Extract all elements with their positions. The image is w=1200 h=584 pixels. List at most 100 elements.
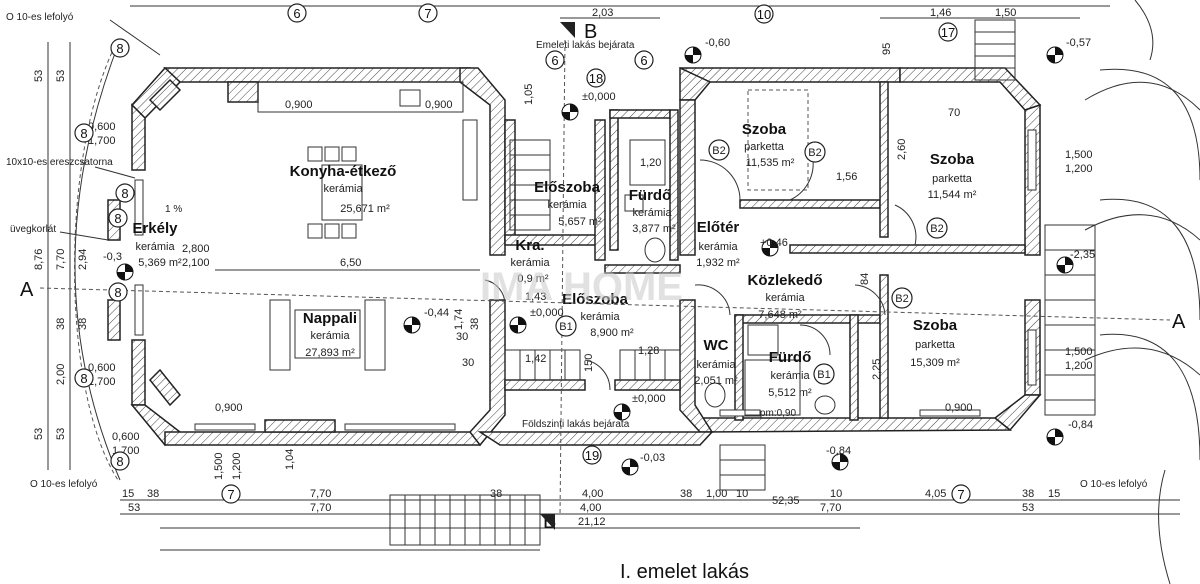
room-erkely-mat: kerámia bbox=[135, 241, 175, 253]
room-eloter-area: 1,932 m² bbox=[696, 257, 740, 269]
level-text-5: ±0,000 bbox=[530, 307, 564, 319]
plan-title: I. emelet lakás bbox=[620, 561, 749, 583]
door-tag-2: B2 bbox=[804, 141, 826, 163]
dim-038: 38 bbox=[469, 318, 481, 330]
section-markers: A A B B bbox=[20, 21, 1186, 533]
level-marker-3: ±0,000 bbox=[561, 91, 616, 121]
dim-120: 1,20 bbox=[640, 157, 661, 169]
room-konyha-mat: kerámia bbox=[323, 183, 363, 195]
level-text-1: -0,60 bbox=[705, 37, 730, 49]
room-furdo2-name: Fürdő bbox=[769, 349, 812, 366]
bubble-8b: 8 bbox=[74, 123, 94, 143]
room-eloszoba1-name: Előszoba bbox=[534, 179, 601, 196]
level-text-4: -0,44 bbox=[424, 307, 449, 319]
level-text-6: +0,46 bbox=[760, 237, 788, 249]
dim-084: 84 bbox=[859, 273, 871, 285]
dim-0900a: 0,900 bbox=[285, 99, 313, 111]
dim-b1-4: 4,00 bbox=[582, 488, 603, 500]
room-wc: WC kerámia 2,051 m² bbox=[694, 337, 738, 387]
level-marker-10: -0,03 bbox=[621, 452, 665, 476]
door-tag-6: B1 bbox=[813, 363, 835, 385]
dim-1500b: 1,500 bbox=[1065, 346, 1093, 358]
parked-cars bbox=[1084, 0, 1200, 584]
bubble-17: 17 bbox=[938, 22, 958, 42]
level-marker-12: ±0,000 bbox=[613, 393, 666, 421]
bubble-19: 19 bbox=[582, 445, 602, 465]
svg-text:8: 8 bbox=[114, 211, 121, 226]
level-text-9: -0,84 bbox=[826, 445, 851, 457]
room-wc-name: WC bbox=[704, 337, 729, 354]
svg-text:8: 8 bbox=[114, 285, 121, 300]
room-eloszoba2-name: Előszoba bbox=[562, 291, 629, 308]
room-eloszoba2-mat: kerámia bbox=[580, 311, 620, 323]
room-kamra-area: 0,9 m² bbox=[517, 273, 549, 285]
left-dimension-chain: 53 53 8,76 7,70 2,94 38 38 2,00 53 53 bbox=[33, 42, 89, 470]
note-lefolyo-bl: O 10-es lefolyó bbox=[30, 479, 98, 490]
svg-text:8: 8 bbox=[121, 186, 128, 201]
room-szoba3-mat: parketta bbox=[915, 339, 956, 351]
dim-156: 1,56 bbox=[836, 171, 857, 183]
kitchen-counter bbox=[257, 81, 478, 201]
dim-b1-11: 38 bbox=[1022, 488, 1034, 500]
room-konyha-name: Konyha-étkező bbox=[290, 163, 397, 180]
room-szoba2: Szoba parketta 11,544 m² bbox=[928, 151, 977, 201]
watermark: IMA HOME bbox=[480, 265, 683, 309]
dim-top-1: 2,03 bbox=[592, 7, 613, 19]
svg-text:19: 19 bbox=[585, 448, 599, 463]
room-szoba1-mat: parketta bbox=[744, 141, 785, 153]
room-eloter-name: Előtér bbox=[697, 219, 740, 236]
dim-b1-3: 38 bbox=[490, 488, 502, 500]
dim-1700b: 1,700 bbox=[88, 376, 116, 388]
bubble-10: 10 bbox=[754, 4, 774, 24]
dim-left-5: 2,94 bbox=[77, 249, 89, 270]
svg-text:B2: B2 bbox=[712, 145, 725, 157]
bubble-6a: 6 bbox=[287, 3, 307, 23]
svg-text:B2: B2 bbox=[895, 293, 908, 305]
room-szoba1-area: 11,535 m² bbox=[746, 157, 795, 169]
svg-text:B1: B1 bbox=[559, 321, 572, 333]
note-uvegkorlat: üvegkorlát bbox=[10, 224, 56, 235]
room-eloszoba1: Előszoba kerámia 5,657 m² bbox=[534, 179, 602, 228]
section-b-top: B bbox=[584, 21, 597, 43]
svg-text:8: 8 bbox=[116, 41, 123, 56]
svg-text:6: 6 bbox=[293, 6, 300, 21]
dim-b1-0: 15 bbox=[122, 488, 134, 500]
room-furdo1-area: 3,877 m² bbox=[632, 223, 676, 235]
living-sofas bbox=[269, 299, 386, 371]
dim-260: 2,60 bbox=[896, 139, 908, 160]
room-erkely-name: Erkély bbox=[132, 220, 178, 237]
level-marker-7: -2,35 bbox=[1056, 249, 1095, 274]
interior-dimensions: 6,50 0,900 0,900 0,900 0,900 2,800 2,100… bbox=[88, 43, 1093, 480]
room-eloszoba2-area: 8,900 m² bbox=[590, 327, 634, 339]
level-marker-9: -0,84 bbox=[826, 445, 851, 471]
room-kozlekedo: Közlekedő kerámia 7,648 m² bbox=[747, 272, 822, 321]
dim-b1-8: 52,35 bbox=[772, 495, 800, 507]
dim-2800: 2,800 bbox=[182, 243, 210, 255]
bath-fixtures bbox=[624, 89, 836, 416]
dim-0900c: 0,900 bbox=[215, 402, 243, 414]
svg-text:6: 6 bbox=[640, 53, 647, 68]
dim-1200c: 1,200 bbox=[231, 452, 243, 480]
dim-b1-7: 10 bbox=[736, 488, 748, 500]
bubble-8f: 8 bbox=[110, 451, 130, 471]
room-nappali-name: Nappali bbox=[303, 310, 357, 327]
level-text-12: ±0,000 bbox=[632, 393, 666, 405]
room-szoba3-area: 15,309 m² bbox=[910, 357, 960, 369]
dim-b1-1: 38 bbox=[147, 488, 159, 500]
room-furdo2-mat: kerámia bbox=[770, 370, 810, 382]
dim-b2-0: 53 bbox=[128, 502, 140, 514]
dim-104: 1,04 bbox=[284, 449, 296, 470]
windows bbox=[134, 129, 1037, 431]
svg-text:7: 7 bbox=[957, 487, 964, 502]
level-marker-2: -0,57 bbox=[1046, 37, 1091, 64]
dim-b1-10: 4,05 bbox=[925, 488, 946, 500]
dim-030a: 30 bbox=[456, 331, 468, 343]
dining-table bbox=[307, 146, 363, 239]
note-lefolyo-br: O 10-es lefolyó bbox=[1080, 479, 1148, 490]
room-eloszoba1-mat: kerámia bbox=[547, 199, 587, 211]
bubble-8e: 8 bbox=[74, 368, 94, 388]
note-slope: 1 % bbox=[165, 204, 182, 215]
room-kamra: Kra. kerámia 0,9 m² bbox=[510, 237, 550, 285]
room-nappali-area: 27,893 m² bbox=[305, 347, 355, 359]
